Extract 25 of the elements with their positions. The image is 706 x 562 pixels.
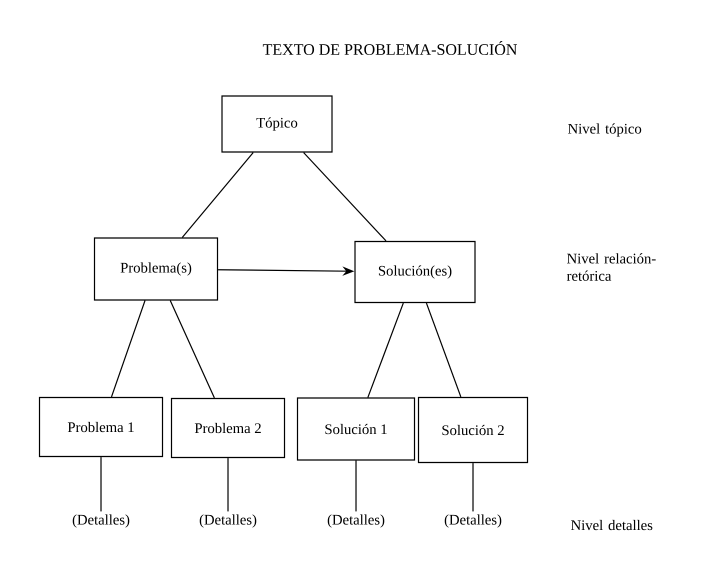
connector	[110, 300, 146, 398]
connector	[182, 152, 254, 238]
text-box: Problema 2	[170, 398, 286, 458]
text-box: Solución(es)	[354, 240, 476, 304]
text-box: Solución 2	[418, 396, 528, 464]
detail-label: (Detalles)	[444, 514, 502, 528]
detail-label: (Detalles)	[200, 514, 256, 528]
connector	[227, 458, 229, 512]
connector	[100, 457, 102, 512]
connector	[303, 152, 386, 242]
text-box: Tópico	[221, 95, 333, 153]
connector	[355, 460, 357, 512]
text-box: Problema 1	[38, 396, 164, 458]
connector	[426, 302, 462, 398]
connector	[170, 300, 215, 398]
detail-label: (Detalles)	[328, 514, 384, 528]
level-label: Nivel tópico	[568, 123, 642, 137]
connector	[367, 302, 404, 398]
connector	[472, 463, 474, 512]
level-label: Nivel detalles	[571, 520, 652, 530]
detail-label: (Detalles)	[72, 514, 130, 528]
text-box: Solución 1	[296, 397, 416, 461]
title: TEXTO DE PROBLEMA-SOLUCIÓN	[262, 41, 518, 55]
level-label: Nivel relación-retórica	[566, 253, 656, 281]
text-box: Problema(s)	[94, 237, 218, 301]
